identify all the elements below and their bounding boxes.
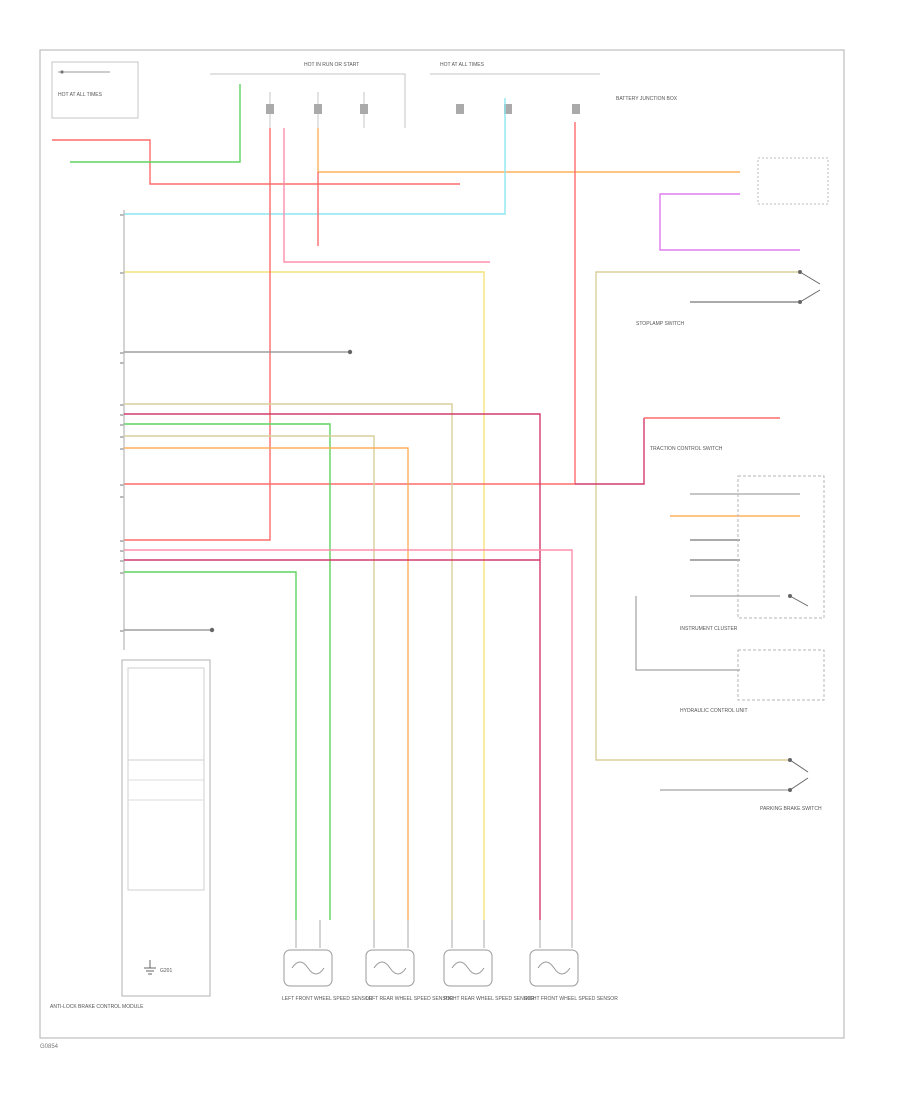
wire-cyan	[124, 98, 506, 215]
instrument-cluster-label: INSTRUMENT CLUSTER	[680, 626, 738, 632]
fuse-group-1-label: HOT IN RUN OR START	[304, 62, 359, 68]
top-left-power-box: HOT AT ALL TIMES	[51, 61, 139, 119]
sensor-left-rear-label: LEFT REAR WHEEL SPEED SENSOR	[366, 996, 454, 1002]
fuse-group-2-label: HOT AT ALL TIMES	[440, 62, 485, 68]
hydraulic-unit-label: HYDRAULIC CONTROL UNIT	[680, 708, 748, 714]
wire-pink-2	[124, 549, 573, 920]
module-pin-strip	[120, 210, 125, 650]
park-brake-label: PARKING BRAKE SWITCH	[760, 806, 822, 812]
ground-symbol: G201	[144, 960, 172, 975]
wire-tan-right	[595, 271, 800, 761]
wire-dark-right-2	[690, 539, 740, 561]
traction-switch-label: TRACTION CONTROL SWITCH	[650, 446, 723, 452]
wire-magenta-right	[575, 418, 645, 485]
sensor-right-front-label: RIGHT FRONT WHEEL SPEED SENSOR	[524, 996, 618, 1002]
fuse-box-note: BATTERY JUNCTION BOX	[616, 96, 678, 102]
fuse-box-hot-at-all-times: HOT AT ALL TIMES BATTERY JUNCTION BOX	[430, 62, 678, 114]
top-left-box-label: HOT AT ALL TIMES	[58, 92, 103, 98]
wire-tan-1	[124, 403, 453, 920]
connector-box-right-top	[757, 157, 829, 205]
sensor-left-front-label: LEFT FRONT WHEEL SPEED SENSOR	[282, 996, 373, 1002]
wire-yellow-long	[124, 271, 485, 920]
wire-violet	[659, 193, 800, 251]
wire-green-2	[124, 423, 331, 920]
brake-switch-label: STOPLAMP SWITCH	[636, 321, 685, 327]
diagram-frame	[39, 49, 845, 1039]
wire-green-3	[124, 571, 297, 920]
sensor-left-front: LEFT FRONT WHEEL SPEED SENSOR	[282, 920, 373, 1002]
sensor-right-front: RIGHT FRONT WHEEL SPEED SENSOR	[524, 920, 618, 1002]
sensor-right-rear-label: RIGHT REAR WHEEL SPEED SENSOR	[444, 996, 535, 1002]
wire-magenta-1	[124, 413, 541, 920]
switch-symbols	[788, 270, 821, 792]
ground-label: G201	[160, 968, 172, 974]
hydraulic-unit-box	[737, 649, 825, 701]
wire-orange-top	[317, 128, 740, 173]
wire-red-left-long	[124, 128, 271, 541]
wire-tan-2	[124, 435, 375, 920]
sensor-left-rear: LEFT REAR WHEEL SPEED SENSOR	[365, 920, 454, 1002]
module-label: ANTI-LOCK BRAKE CONTROL MODULE	[50, 1004, 144, 1010]
instrument-cluster-box	[737, 475, 825, 619]
fuse-box-run-start: HOT IN RUN OR START	[210, 62, 406, 128]
wire-gray-right	[635, 493, 800, 791]
abs-module-box: ANTI-LOCK BRAKE CONTROL MODULE	[50, 659, 211, 1010]
page-id: G0854	[40, 1044, 59, 1050]
wire-red-right	[124, 122, 576, 485]
wire-green-top-left	[70, 84, 241, 163]
wire-pink-from-fuse	[283, 128, 490, 263]
sensor-right-rear: RIGHT REAR WHEEL SPEED SENSOR	[443, 920, 535, 1002]
wire-orange-2	[124, 447, 409, 920]
